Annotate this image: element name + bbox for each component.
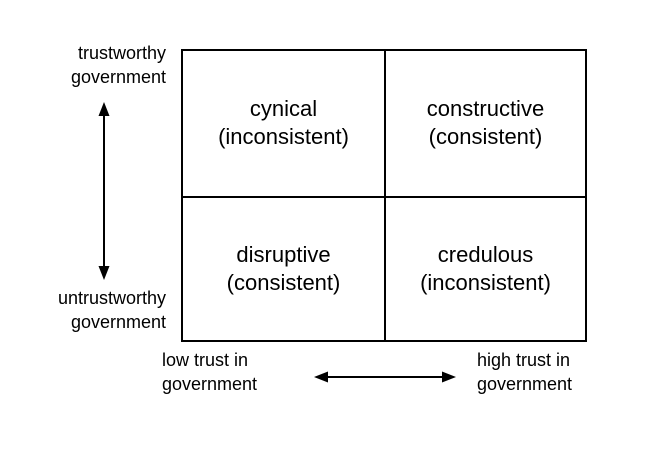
quadrant-credulous-line2: (inconsistent) — [420, 269, 551, 295]
horizontal-axis-left-label-line1: low trust in — [162, 350, 249, 370]
horizontal-axis-left-label: low trust in government — [162, 349, 312, 397]
vertical-double-arrow-icon — [98, 102, 110, 280]
quadrant-matrix: cynical (inconsistent) constructive (con… — [181, 49, 587, 342]
quadrant-cynical-line1: cynical — [249, 96, 318, 122]
quadrant-disruptive-line2: (consistent) — [226, 269, 341, 295]
quadrant-cynical-line2: (inconsistent) — [218, 124, 349, 150]
quadrant-constructive-line1: constructive — [426, 96, 545, 122]
vertical-axis-bottom-label-line1: untrustworthy — [57, 288, 166, 308]
quadrant-cynical[interactable]: cynical (inconsistent) — [183, 51, 384, 196]
horizontal-double-arrow-icon — [314, 371, 456, 383]
vertical-axis-top-label: trustworthy government — [0, 42, 166, 90]
quadrant-credulous[interactable]: credulous (inconsistent) — [384, 195, 585, 340]
quadrant-constructive[interactable]: constructive (consistent) — [384, 51, 585, 196]
vertical-axis-bottom-label-line2: government — [70, 311, 166, 332]
vertical-axis-top-label-line1: trustworthy — [77, 43, 166, 63]
quadrant-constructive-line2: (consistent) — [428, 124, 543, 150]
vertical-axis-top-label-line2: government — [70, 66, 166, 87]
quadrant-disruptive-line1: disruptive — [236, 241, 331, 267]
quadrant-credulous-line1: credulous — [437, 241, 534, 267]
horizontal-axis-right-label-line2: government — [477, 373, 573, 394]
quadrant-disruptive[interactable]: disruptive (consistent) — [183, 195, 384, 340]
horizontal-axis-right-label: high trust in government — [477, 349, 657, 397]
vertical-axis-bottom-label: untrustworthy government — [0, 287, 166, 335]
horizontal-axis-left-label-line2: government — [162, 373, 258, 394]
horizontal-axis-right-label-line1: high trust in — [477, 350, 571, 370]
